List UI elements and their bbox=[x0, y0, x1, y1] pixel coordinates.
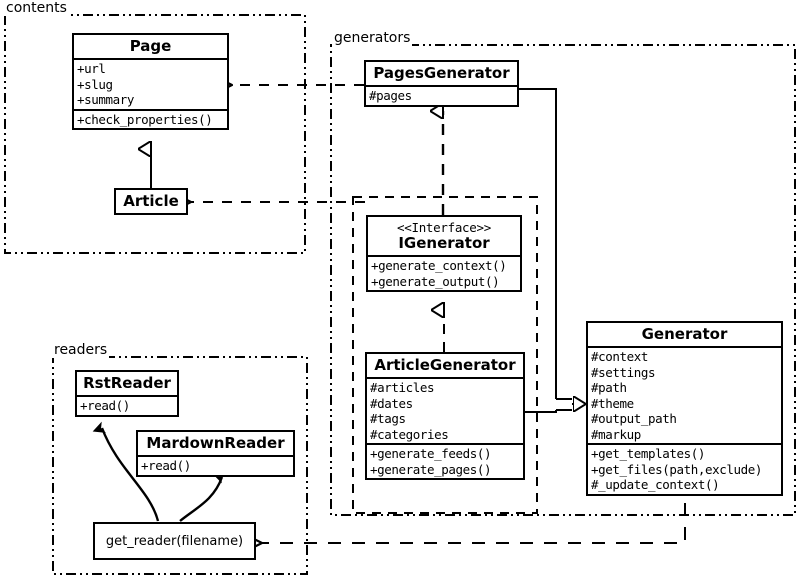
attribute-row: #tags bbox=[370, 411, 406, 426]
method-row: +read() bbox=[80, 398, 130, 413]
package-label-readers: readers bbox=[52, 342, 110, 358]
attribute-row: +url bbox=[77, 61, 106, 76]
method-row: #_update_context() bbox=[591, 477, 720, 492]
class-igenerator-methods: +generate_context() +generate_output() bbox=[368, 255, 520, 290]
class-article-title: Article bbox=[123, 192, 179, 210]
class-pagesgenerator[interactable]: PagesGenerator #pages bbox=[364, 60, 519, 107]
attribute-row: #context bbox=[591, 349, 649, 364]
attribute-row: #settings bbox=[591, 364, 656, 380]
attribute-row: #output_path bbox=[591, 411, 677, 426]
attribute-row: +slug bbox=[77, 76, 113, 92]
attribute-row: #markup bbox=[591, 426, 641, 442]
method-row: +generate_context() bbox=[371, 258, 507, 273]
method-row: +check_properties() bbox=[77, 111, 213, 127]
method-row: +generate_feeds() bbox=[370, 446, 492, 461]
method-row: +read() bbox=[141, 458, 191, 473]
edge-get_reader-returns-mardownreader bbox=[179, 471, 226, 522]
class-page-methods: +check_properties() bbox=[74, 108, 227, 129]
class-pagesgenerator-attributes: #pages bbox=[366, 85, 517, 105]
class-rstreader[interactable]: RstReader +read() bbox=[75, 370, 179, 417]
attribute-row: #articles bbox=[370, 380, 435, 395]
package-label-generators: generators bbox=[332, 30, 413, 46]
class-mardownreader-methods: +read() bbox=[138, 455, 293, 475]
method-row: +get_files(path,exclude) bbox=[591, 461, 763, 477]
class-generator[interactable]: Generator #context #settings #path #them… bbox=[586, 321, 783, 496]
function-box-get-reader-label: get_reader(filename) bbox=[105, 533, 244, 549]
edge-articlegenerator-inherits-generator bbox=[525, 399, 586, 413]
attribute-row: #path bbox=[591, 380, 627, 395]
class-page-title: Page bbox=[129, 37, 172, 55]
class-igenerator-name: IGenerator bbox=[398, 234, 490, 252]
attribute-row: #categories bbox=[370, 426, 449, 442]
method-row: +generate_output() bbox=[371, 273, 500, 289]
class-articlegenerator-title: ArticleGenerator bbox=[374, 356, 516, 374]
class-articlegenerator-methods: +generate_feeds() +generate_pages() bbox=[367, 443, 523, 478]
class-rstreader-title: RstReader bbox=[83, 374, 171, 392]
class-articlegenerator-attributes: #articles #dates #tags #categories bbox=[367, 377, 523, 443]
attribute-row: #pages bbox=[369, 88, 412, 103]
class-mardownreader-title: MardownReader bbox=[146, 434, 285, 452]
attribute-row: #theme bbox=[591, 395, 634, 411]
function-box-get-reader[interactable]: get_reader(filename) bbox=[93, 522, 256, 560]
class-igenerator-stereotype: <<Interface>> bbox=[397, 220, 491, 235]
method-row: +get_templates() bbox=[591, 446, 706, 461]
class-generator-attributes: #context #settings #path #theme #output_… bbox=[588, 346, 781, 443]
class-page[interactable]: Page +url +slug +summary +check_properti… bbox=[72, 33, 229, 130]
class-mardownreader[interactable]: MardownReader +read() bbox=[136, 430, 295, 477]
attribute-row: +summary bbox=[77, 92, 135, 107]
package-label-contents: contents bbox=[4, 0, 69, 16]
class-pagesgenerator-title: PagesGenerator bbox=[373, 64, 510, 82]
class-igenerator-title: <<Interface>> IGenerator bbox=[368, 217, 520, 255]
class-article[interactable]: Article bbox=[114, 188, 188, 215]
class-igenerator[interactable]: <<Interface>> IGenerator +generate_conte… bbox=[366, 215, 522, 292]
edge-generator-uses-get_reader bbox=[262, 503, 686, 543]
class-page-attributes: +url +slug +summary bbox=[74, 58, 227, 109]
class-articlegenerator[interactable]: ArticleGenerator #articles #dates #tags … bbox=[365, 352, 525, 480]
class-generator-methods: +get_templates() +get_files(path,exclude… bbox=[588, 443, 781, 494]
class-rstreader-methods: +read() bbox=[77, 395, 177, 415]
class-generator-title: Generator bbox=[641, 325, 728, 343]
attribute-row: #dates bbox=[370, 395, 413, 411]
method-row: +generate_pages() bbox=[370, 461, 492, 477]
